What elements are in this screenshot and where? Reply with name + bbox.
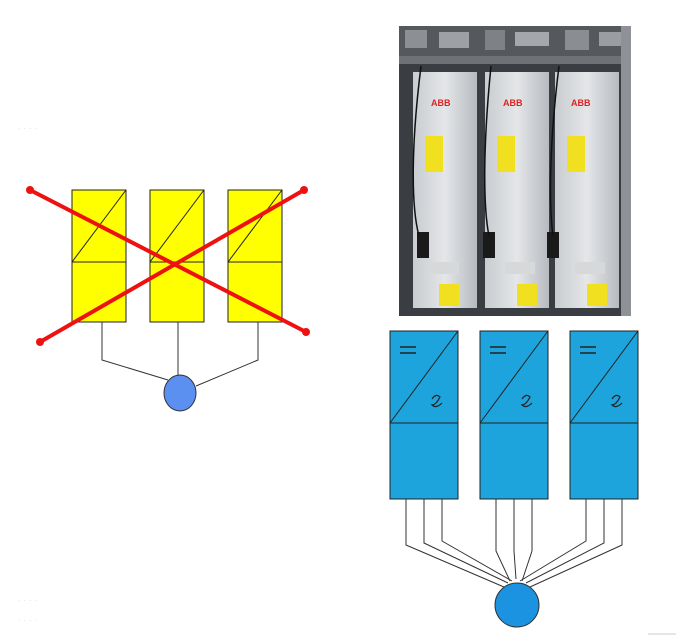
faint-mark-bottom-1: · · · · — [18, 598, 38, 604]
crossed-out-diagram — [26, 186, 310, 412]
brand-label-2: ABB — [503, 98, 523, 108]
wire-1 — [101, 322, 169, 381]
motor-icon-right — [494, 582, 540, 628]
brand-label-1: ABB — [431, 98, 451, 108]
drive-module-3 — [547, 72, 619, 308]
blue-module-3 — [569, 330, 639, 500]
yellow-module-1 — [71, 189, 127, 323]
cross-line-2 — [39, 188, 305, 344]
blue-module-2 — [479, 330, 549, 500]
faint-mark-bottom-2: · · · · — [18, 618, 38, 624]
drive-module-2 — [483, 72, 549, 308]
yellow-module-3 — [227, 189, 283, 323]
cross-line-1 — [29, 188, 307, 334]
wire-3 — [195, 322, 259, 387]
motor-icon — [163, 374, 197, 412]
faint-mark-top: · · · · — [18, 126, 38, 132]
parallel-drive-diagram — [389, 330, 676, 635]
blue-module-1 — [389, 330, 459, 500]
motor-wiring — [405, 499, 623, 588]
drive-cabinet-photo: ABB ABB ABB — [399, 26, 631, 316]
brand-label-3: ABB — [571, 98, 591, 108]
drive-module-1 — [413, 72, 477, 308]
